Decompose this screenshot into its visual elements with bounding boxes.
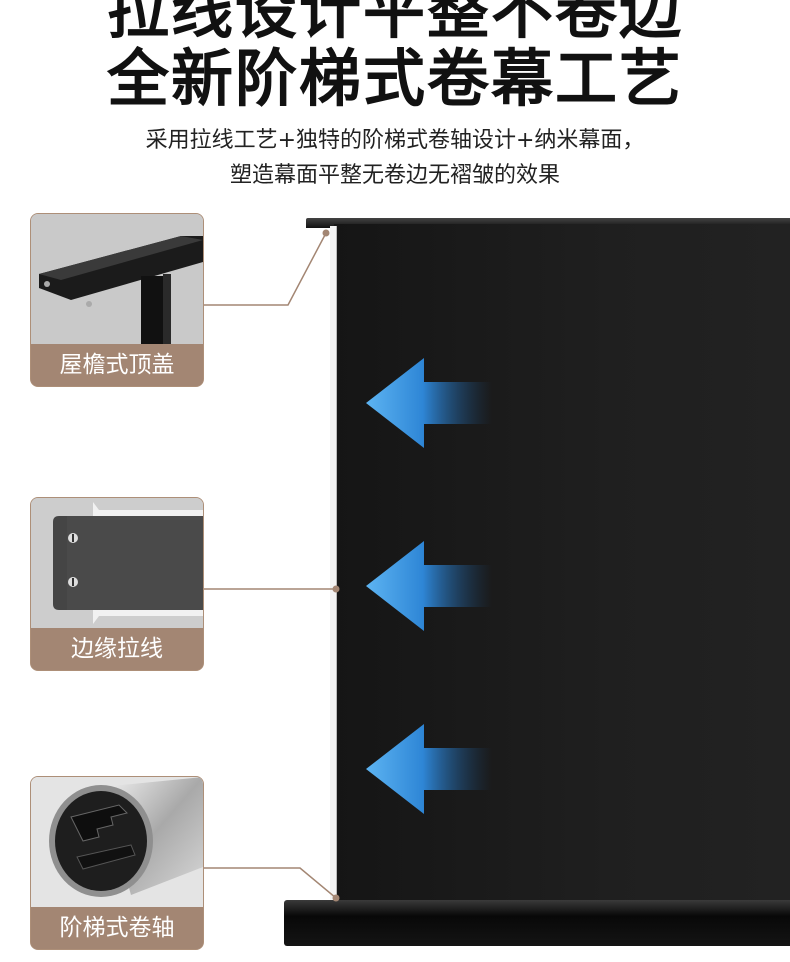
top-cover-image (31, 214, 203, 344)
feature-card-step-roller: 阶梯式卷轴 (30, 776, 204, 950)
feature-label: 屋檐式顶盖 (31, 344, 203, 386)
edge-tension-icon (31, 498, 203, 628)
step-roller-icon (31, 777, 203, 907)
top-cover-icon (31, 214, 203, 344)
feature-card-top-cover: 屋檐式顶盖 (30, 213, 204, 387)
page-title-line2: 全新阶梯式卷幕工艺 (106, 42, 683, 115)
feature-label: 边缘拉线 (31, 628, 203, 670)
edge-tension-image (31, 498, 203, 628)
feature-label: 阶梯式卷轴 (31, 907, 203, 949)
subtitle-line1: 采用拉线工艺+独特的阶梯式卷轴设计+纳米幕面， (145, 128, 645, 153)
left-arrow-icon (366, 724, 492, 814)
screen-top-cover (306, 218, 790, 228)
page-title-line1: 拉线设计平整不卷边 (106, 0, 683, 47)
screen-base-housing (284, 900, 790, 946)
screen-tension-edge (330, 226, 337, 902)
left-arrow-icon (366, 358, 492, 448)
left-arrow-icon (366, 541, 492, 631)
step-roller-image (31, 777, 203, 907)
feature-card-edge-tension: 边缘拉线 (30, 497, 204, 671)
subtitle-line2: 塑造幕面平整无卷边无褶皱的效果 (229, 163, 560, 188)
